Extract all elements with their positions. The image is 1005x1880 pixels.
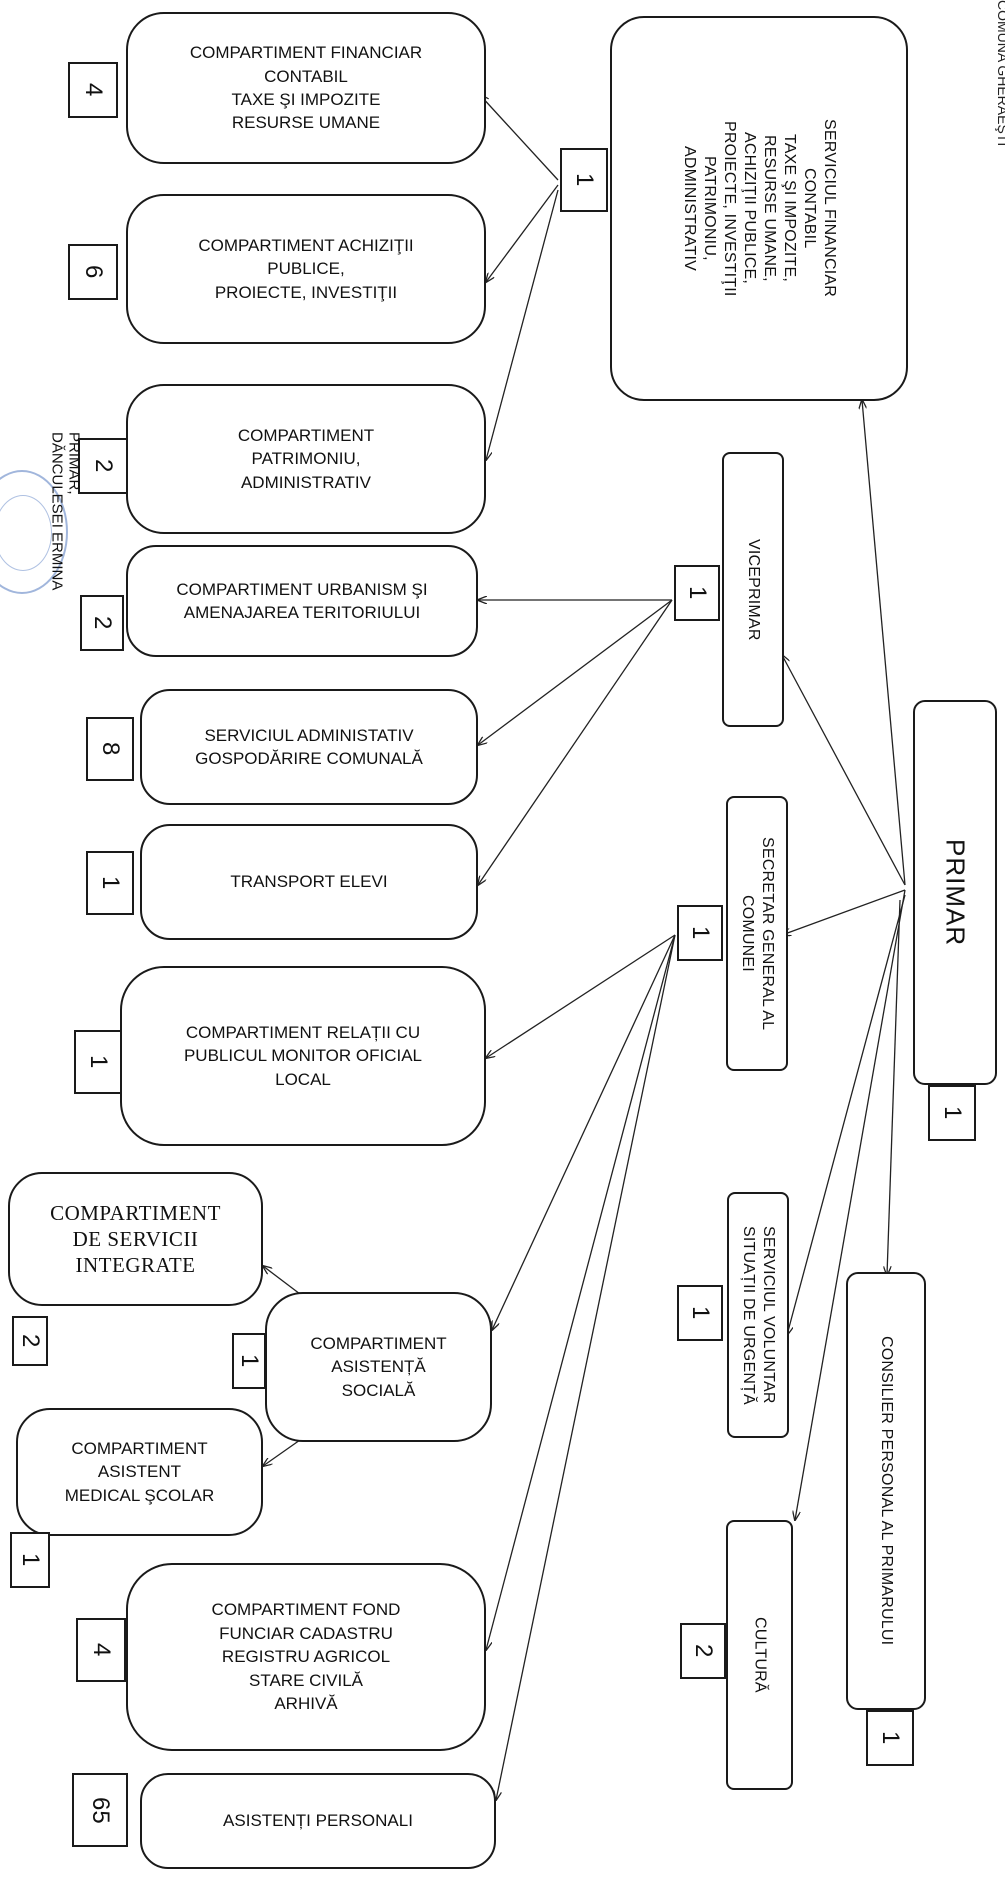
- serviciul-financiar-box: SERVICIUL FINANCIAR CONTABIL TAXE ŞI IMP…: [610, 16, 908, 401]
- comp-servicii-integrate-label: COMPARTIMENT DE SERVICII INTEGRATE: [50, 1200, 221, 1278]
- official-stamp-inner: [0, 495, 52, 571]
- cultura-box: CULTURĂ: [726, 1520, 793, 1790]
- secretar-label: SECRETAR GENERAL AL COMUNEI: [739, 836, 776, 1031]
- comp-gospodarire-label: SERVICIUL ADMINISTATIV GOSPODĂRIRE COMUN…: [195, 725, 423, 768]
- comp-financiar-label: COMPARTIMENT FINANCIAR CONTABIL TAXE ŞI …: [189, 43, 423, 133]
- cultura-label: CULTURĂ: [751, 1617, 769, 1693]
- arrow-sec-to-asistenti: [496, 934, 676, 1800]
- comp-medical-label: COMPARTIMENT ASISTENT MEDICAL ŞCOLAR: [64, 1438, 215, 1505]
- comp-patrimoniu-count: 2: [90, 459, 117, 473]
- comp-asistenti-personali-box: ASISTENȚI PERSONALI: [140, 1773, 496, 1869]
- viceprimar-box: VICEPRIMAR: [722, 452, 784, 727]
- comp-urbanism-count-box: 2: [80, 595, 124, 651]
- comp-asistenti-personali-label: ASISTENȚI PERSONALI: [223, 1811, 413, 1831]
- comp-patrimoniu-count-box: 2: [78, 438, 128, 494]
- comp-relatii-count-box: 1: [74, 1030, 122, 1094]
- primar-count: 1: [939, 1106, 966, 1120]
- consilier-label: CONSILIER PERSONAL AL PRIMARULUI: [878, 1336, 895, 1646]
- commune-name: COMUNA GHERAEŞTI: [995, 0, 1005, 147]
- comp-gospodarire-box: SERVICIUL ADMINISTATIV GOSPODĂRIRE COMUN…: [140, 689, 478, 805]
- comp-transport-count: 1: [97, 876, 124, 890]
- voluntar-label: SERVICIUL VOLUNTAR SITUAȚII DE URGENȚĂ: [740, 1225, 777, 1405]
- comp-asistenta-box: COMPARTIMENT ASISTENȚĂ SOCIALĂ: [265, 1292, 492, 1442]
- comp-fond-funciar-label: COMPARTIMENT FOND FUNCIAR CADASTRU REGIS…: [211, 1600, 401, 1714]
- comp-achizitii-label: COMPARTIMENT ACHIZIŢII PUBLICE, PROIECTE…: [198, 235, 414, 302]
- comp-urbanism-box: COMPARTIMENT URBANISM ŞI AMENAJAREA TERI…: [126, 545, 478, 657]
- arrow-vice-to-gospodarire: [478, 599, 673, 745]
- comp-gospodarire-count-box: 8: [86, 717, 134, 781]
- comp-patrimoniu-box: COMPARTIMENT PATRIMONIU, ADMINISTRATIV: [126, 384, 486, 534]
- comp-asistenta-count: 1: [236, 1354, 263, 1368]
- comp-financiar-count: 4: [80, 83, 107, 97]
- arrow-financiar-to-comp-patrimoniu: [486, 189, 559, 460]
- comp-achizitii-count-box: 6: [68, 244, 118, 300]
- voluntar-box: SERVICIUL VOLUNTAR SITUAȚII DE URGENȚĂ: [727, 1192, 789, 1438]
- secretar-count-box: 1: [677, 905, 723, 961]
- serviciul-financiar-count-box: 1: [560, 148, 608, 212]
- cultura-count: 2: [690, 1644, 717, 1658]
- comp-asistenta-count-box: 1: [232, 1333, 266, 1389]
- arrow-financiar-to-comp-achizitii: [486, 184, 559, 282]
- comp-asistenta-label: COMPARTIMENT ASISTENȚĂ SOCIALĂ: [310, 1333, 447, 1400]
- comp-servicii-integrate-count-box: 2: [12, 1316, 48, 1366]
- comp-medical-box: COMPARTIMENT ASISTENT MEDICAL ŞCOLAR: [16, 1408, 263, 1536]
- arrow-primar-to-consilier: [887, 899, 901, 1275]
- consilier-count-box: 1: [866, 1710, 914, 1766]
- comp-patrimoniu-label: COMPARTIMENT PATRIMONIU, ADMINISTRATIV: [237, 425, 375, 492]
- consilier-box: CONSILIER PERSONAL AL PRIMARULUI: [846, 1272, 926, 1710]
- comp-asistenti-personali-count: 65: [87, 1796, 114, 1824]
- arrow-asistenta-to-servicii: [263, 1266, 301, 1295]
- signature-name: DĂNCULESEI ERMINA: [48, 432, 66, 591]
- comp-relatii-box: COMPARTIMENT RELAȚII CU PUBLICUL MONITOR…: [120, 966, 486, 1146]
- primar-box: PRIMAR: [913, 700, 997, 1085]
- serviciul-financiar-label: SERVICIUL FINANCIAR CONTABIL TAXE ŞI IMP…: [681, 119, 838, 298]
- comp-relatii-label: COMPARTIMENT RELAȚII CU PUBLICUL MONITOR…: [183, 1022, 423, 1089]
- comp-medical-count-box: 1: [10, 1532, 50, 1588]
- comp-urbanism-count: 2: [89, 616, 116, 630]
- arrow-sec-to-relatii: [486, 934, 676, 1058]
- comp-servicii-integrate-box: COMPARTIMENT DE SERVICII INTEGRATE: [8, 1172, 263, 1306]
- comp-transport-box: TRANSPORT ELEVI: [140, 824, 478, 940]
- comp-servicii-integrate-count: 2: [17, 1334, 44, 1348]
- comp-asistenti-personali-count-box: 65: [72, 1773, 128, 1847]
- comp-relatii-count: 1: [85, 1055, 112, 1069]
- primar-count-box: 1: [928, 1085, 976, 1141]
- consilier-count: 1: [877, 1731, 904, 1745]
- voluntar-count-box: 1: [677, 1285, 723, 1341]
- arrow-primar-to-secretar: [782, 889, 906, 935]
- comp-gospodarire-count: 8: [97, 742, 124, 756]
- comp-medical-count: 1: [17, 1553, 44, 1567]
- comp-financiar-count-box: 4: [68, 62, 118, 118]
- secretar-box: SECRETAR GENERAL AL COMUNEI: [726, 796, 788, 1071]
- arrow-primar-to-serviciul-financiar: [862, 400, 906, 886]
- arrow-primar-to-viceprimar: [782, 655, 906, 886]
- arrow-primar-to-voluntar: [787, 894, 906, 1335]
- serviciul-financiar-count: 1: [571, 173, 598, 187]
- comp-achizitii-count: 6: [80, 265, 107, 279]
- viceprimar-count-box: 1: [674, 565, 720, 621]
- comp-transport-label: TRANSPORT ELEVI: [230, 872, 388, 892]
- arrow-asistenta-to-medical: [263, 1439, 301, 1466]
- voluntar-count: 1: [687, 1306, 714, 1320]
- comp-financiar-box: COMPARTIMENT FINANCIAR CONTABIL TAXE ŞI …: [126, 12, 486, 164]
- arrow-vice-to-transport: [478, 599, 673, 885]
- primar-label: PRIMAR: [940, 838, 971, 947]
- signature-block: PRIMAR, DĂNCULESEI ERMINA: [48, 432, 83, 591]
- viceprimar-label: VICEPRIMAR: [745, 538, 762, 641]
- signature-title: PRIMAR,: [65, 432, 83, 495]
- arrow-primar-to-cultura: [795, 889, 906, 1520]
- arrow-financiar-to-comp-financiar: [480, 95, 559, 181]
- arrow-sec-to-fond: [486, 934, 676, 1650]
- comp-fond-funciar-count: 4: [88, 1643, 115, 1657]
- comp-fond-funciar-box: COMPARTIMENT FOND FUNCIAR CADASTRU REGIS…: [126, 1563, 486, 1751]
- viceprimar-count: 1: [684, 586, 711, 600]
- comp-fond-funciar-count-box: 4: [76, 1618, 126, 1682]
- cultura-count-box: 2: [680, 1623, 726, 1679]
- secretar-count: 1: [687, 926, 714, 940]
- comp-transport-count-box: 1: [86, 851, 134, 915]
- comp-achizitii-box: COMPARTIMENT ACHIZIŢII PUBLICE, PROIECTE…: [126, 194, 486, 344]
- comp-urbanism-label: COMPARTIMENT URBANISM ŞI AMENAJAREA TERI…: [176, 579, 428, 622]
- arrow-sec-to-asistenta: [492, 934, 676, 1330]
